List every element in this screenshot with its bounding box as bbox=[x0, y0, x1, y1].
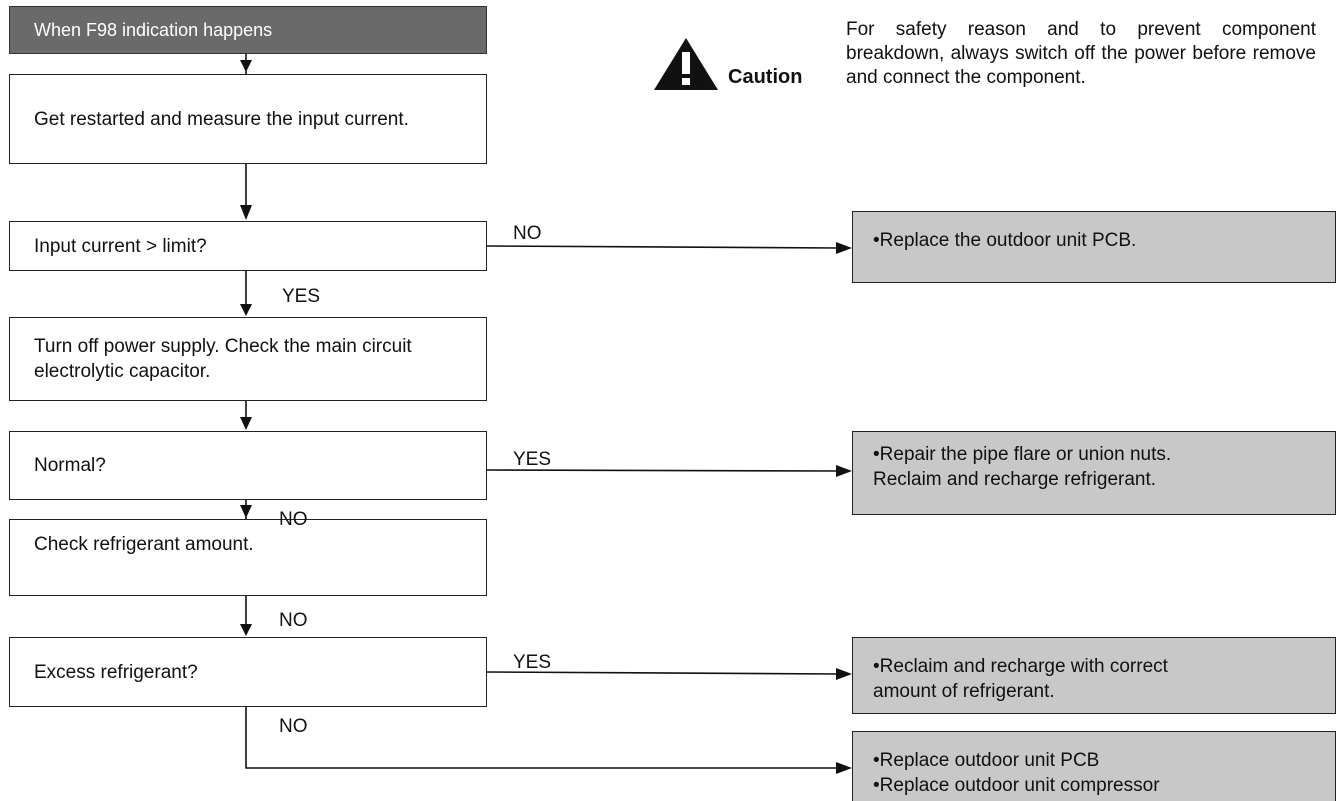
arrowhead-right-1 bbox=[836, 242, 852, 254]
result-repair-pipe-line-1: •Repair the pipe flare or union nuts. bbox=[873, 444, 1172, 465]
result-repair-pipe: •Repair the pipe flare or union nuts. Re… bbox=[852, 431, 1336, 515]
edge-label-excess-no: NO bbox=[279, 716, 308, 737]
step-restart-text: Get restarted and measure the input curr… bbox=[34, 108, 409, 130]
arrowhead-right-4 bbox=[836, 762, 852, 774]
connector-normal-pipe bbox=[485, 469, 839, 472]
arrowhead-down-5 bbox=[240, 505, 252, 518]
edge-label-amount-no: NO bbox=[279, 610, 308, 631]
result-repair-pipe-line-2: Reclaim and recharge refrigerant. bbox=[873, 469, 1157, 490]
decision-excess-refrigerant: Excess refrigerant? bbox=[9, 637, 487, 707]
connector-excess-replace bbox=[245, 707, 838, 769]
result-reclaim-correct: •Reclaim and recharge with correct amoun… bbox=[852, 637, 1336, 714]
result-replace-both: •Replace outdoor unit PCB •Replace outdo… bbox=[852, 731, 1336, 801]
result-replace-pcb-line-1: •Replace the outdoor unit PCB. bbox=[873, 230, 1137, 251]
decision-excess-refrigerant-text: Excess refrigerant? bbox=[34, 661, 198, 683]
decision-normal-text: Normal? bbox=[34, 455, 106, 476]
edge-label-normal-yes: YES bbox=[513, 449, 552, 470]
connector-input-pcb bbox=[485, 245, 839, 249]
decision-input-current: Input current > limit? bbox=[9, 221, 487, 271]
arrowhead-down-2 bbox=[240, 205, 252, 220]
arrowhead-right-2 bbox=[836, 465, 852, 477]
edge-label-input-yes: YES bbox=[282, 286, 321, 307]
arrowhead-down-3 bbox=[240, 304, 252, 316]
step-refrigerant-amount-text: Check refrigerant amount. bbox=[34, 534, 254, 555]
result-reclaim-correct-line-2: amount of refrigerant. bbox=[873, 681, 1055, 702]
warning-triangle-icon bbox=[654, 38, 718, 90]
edge-label-excess-yes: YES bbox=[513, 652, 552, 673]
step-power-off-text: Turn off power supply. Check the main ci… bbox=[34, 336, 412, 382]
arrowhead-down-6 bbox=[240, 624, 252, 636]
step-restart: Get restarted and measure the input curr… bbox=[9, 74, 487, 164]
step-refrigerant-amount: Check refrigerant amount. bbox=[9, 519, 487, 596]
result-replace-both-line-1: •Replace outdoor unit PCB bbox=[873, 750, 1100, 771]
decision-input-current-text: Input current > limit? bbox=[34, 235, 207, 257]
step-start: When F98 indication happens bbox=[9, 6, 487, 54]
caution-note: For safety reason and to prevent compone… bbox=[846, 19, 1316, 88]
caution-label: Caution bbox=[728, 66, 803, 88]
arrowhead-down-1 bbox=[240, 60, 252, 72]
arrowhead-down-4 bbox=[240, 417, 252, 430]
edge-label-normal-no: NO bbox=[279, 509, 308, 530]
step-power-off: Turn off power supply. Check the main ci… bbox=[9, 317, 487, 401]
connector-excess-reclaim bbox=[485, 671, 839, 675]
edge-label-input-no: NO bbox=[513, 223, 542, 244]
arrowhead-right-3 bbox=[836, 668, 852, 680]
result-replace-pcb: •Replace the outdoor unit PCB. bbox=[852, 211, 1336, 283]
step-start-text: When F98 indication happens bbox=[34, 19, 273, 40]
result-reclaim-correct-line-1: •Reclaim and recharge with correct bbox=[873, 656, 1168, 677]
result-replace-both-line-2: •Replace outdoor unit compressor bbox=[873, 775, 1160, 796]
decision-normal: Normal? bbox=[9, 431, 487, 500]
